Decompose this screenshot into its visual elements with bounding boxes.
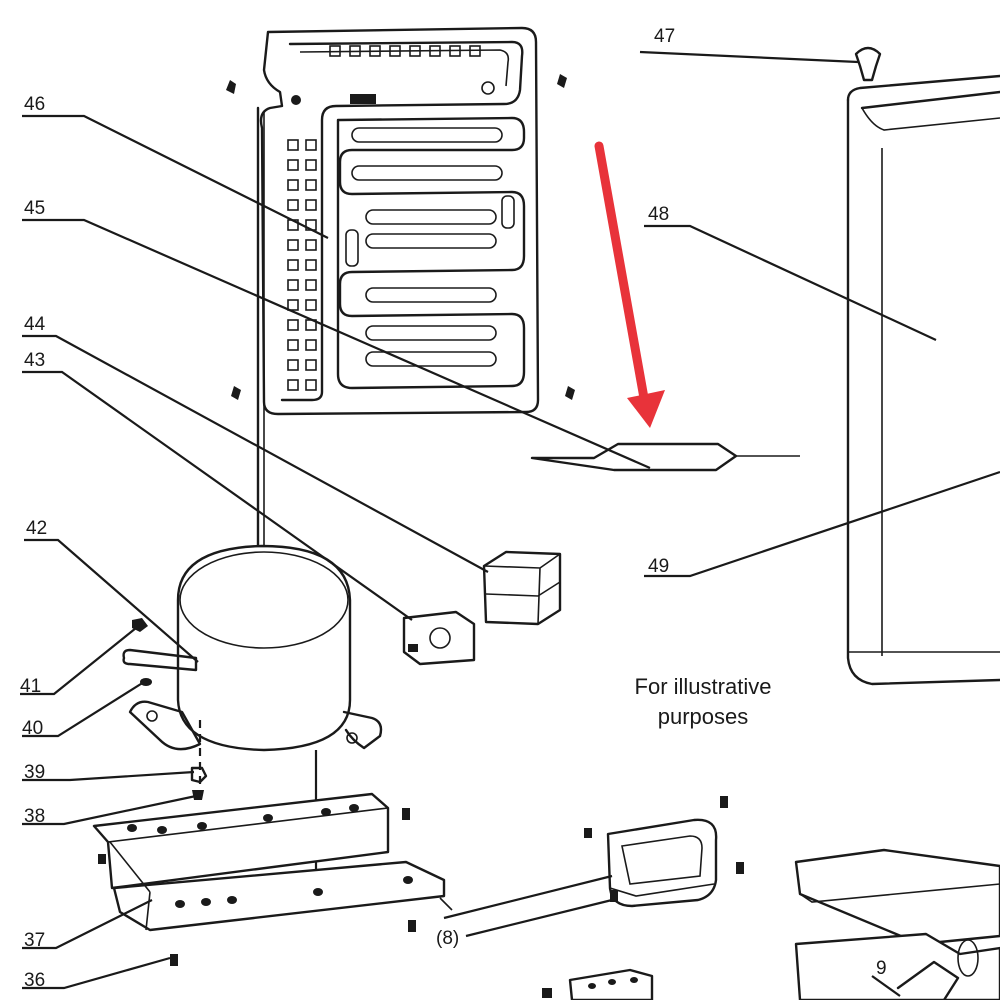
callout-47: 47 <box>654 26 675 47</box>
callout-42: 42 <box>26 518 47 539</box>
thermostat-box-icon <box>402 610 476 666</box>
plug-cap-icon <box>854 46 882 82</box>
relay-box-icon <box>482 550 562 626</box>
red-arrow-icon <box>594 141 665 428</box>
hinge-plate-icon <box>542 968 654 1000</box>
thermostat-sensor-icon <box>530 442 800 472</box>
leader-lines <box>20 50 1000 997</box>
note-line-2: purposes <box>657 704 749 729</box>
callout-9: 9 <box>876 958 887 979</box>
evaporator-plate-icon <box>259 26 540 416</box>
compressor-icon <box>122 544 383 888</box>
callout-46: 46 <box>24 94 45 115</box>
callout-41: 41 <box>20 676 41 697</box>
callout-43: 43 <box>24 350 45 371</box>
mounting-bracket-icon <box>92 792 453 966</box>
callout-39: 39 <box>24 762 45 783</box>
callout-44: 44 <box>24 314 46 335</box>
callout-37: 37 <box>24 930 45 951</box>
callout-48: 48 <box>648 204 669 225</box>
crisper-cover-icon <box>794 848 1000 946</box>
screw-icon <box>226 74 575 400</box>
callout-38: 38 <box>24 806 45 827</box>
drain-tray-icon <box>443 796 744 938</box>
callout-45: 45 <box>24 198 45 219</box>
callout-8: (8) <box>436 928 459 949</box>
illustrative-note: For illustrative purposes <box>598 672 808 732</box>
note-line-1: For illustrative <box>634 674 772 699</box>
callout-40: 40 <box>22 718 43 739</box>
door-shelf-icon <box>794 932 1000 1000</box>
callout-36: 36 <box>24 970 45 991</box>
callout-labels: 46 45 44 43 42 41 40 39 38 37 36 47 48 4… <box>20 26 887 991</box>
callout-49: 49 <box>648 556 669 577</box>
cabinet-icon <box>846 74 1000 686</box>
